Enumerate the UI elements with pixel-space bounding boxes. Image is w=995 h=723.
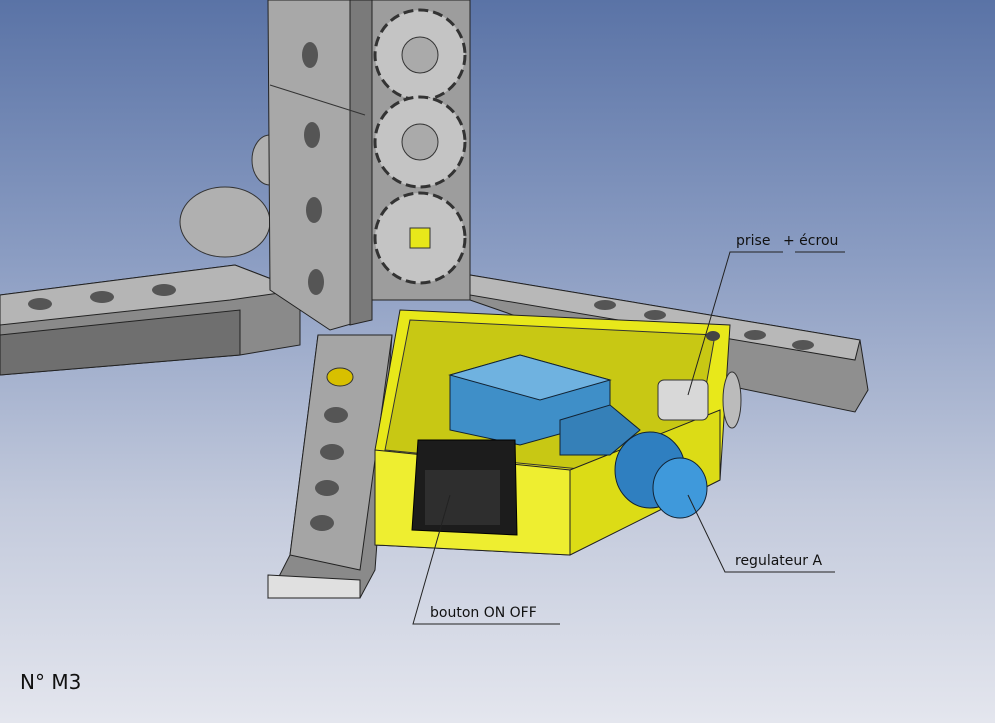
knob <box>179 186 271 258</box>
regulator-knob <box>614 431 708 519</box>
switch-block <box>448 354 641 456</box>
plug-socket <box>657 371 742 429</box>
label-regulateur: regulateur A <box>735 553 823 569</box>
front-arm <box>267 334 393 599</box>
left-arm <box>0 264 302 376</box>
label-ecrou: + écrou <box>783 233 839 249</box>
leader-lines <box>412 251 845 625</box>
label-prise: prise <box>736 233 771 249</box>
label-bouton: bouton ON OFF <box>430 605 537 621</box>
gears <box>371 0 471 301</box>
column <box>267 0 373 331</box>
reference-number: N° M3 <box>20 670 82 694</box>
on-off-rocker-switch <box>411 439 518 536</box>
